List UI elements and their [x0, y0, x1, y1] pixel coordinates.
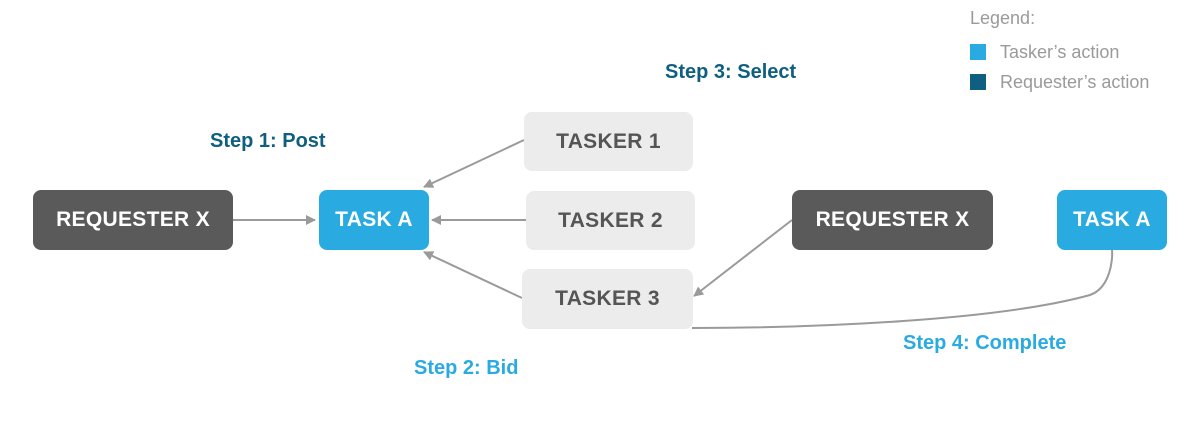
tasker-swatch: [970, 44, 986, 60]
legend-label-requester: Requester’s action: [1000, 71, 1150, 92]
tasker-3-node: TASKER 3: [522, 269, 693, 329]
task-a-completed-node: TASK A: [1057, 190, 1167, 250]
tasker-1-node: TASKER 1: [524, 112, 693, 171]
step-4-label: Step 4: Complete: [903, 332, 1067, 354]
legend: Legend: Tasker’s action Requester’s acti…: [970, 8, 1149, 97]
step-3-label: Step 3: Select: [665, 61, 797, 83]
requester-x-node: REQUESTER X: [33, 190, 233, 250]
legend-title: Legend:: [970, 8, 1036, 28]
requester-swatch: [970, 74, 986, 90]
requester-x-selected-node: REQUESTER X: [792, 190, 993, 250]
curve-complete: [691, 249, 1114, 329]
arrow-bid-tasker-1: [423, 139, 525, 188]
step-1-label: Step 1: Post: [210, 130, 326, 152]
step-2-label: Step 2: Bid: [414, 357, 519, 379]
legend-item-tasker: Tasker’s action: [970, 37, 1149, 67]
task-a-node: TASK A: [319, 190, 429, 250]
arrow-bid-tasker-3: [423, 251, 523, 299]
legend-label-tasker: Tasker’s action: [1000, 41, 1120, 62]
tasker-2-node: TASKER 2: [526, 191, 695, 250]
arrow-select: [693, 219, 793, 297]
legend-item-requester: Requester’s action: [970, 67, 1149, 97]
